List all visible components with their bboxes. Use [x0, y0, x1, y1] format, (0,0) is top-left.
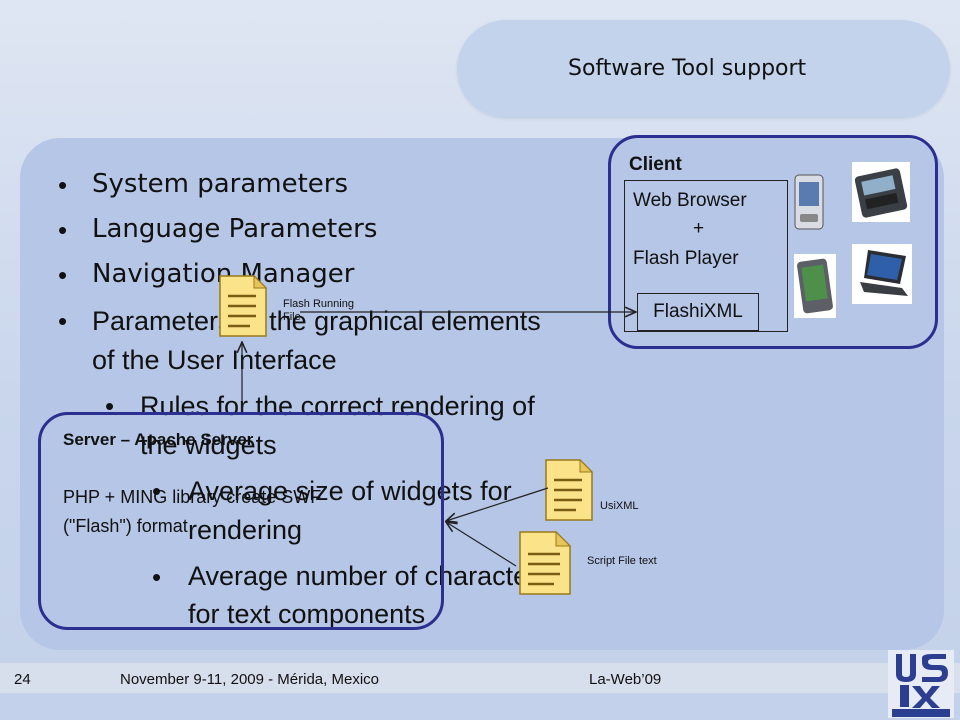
bullet-marker: •	[58, 215, 68, 245]
bullet-rendering-rules-cont: the widgets	[140, 430, 277, 460]
bullet-language-parameters: Language Parameters	[92, 214, 378, 244]
server-desc-line1: PHP + MING library create SWF	[63, 487, 322, 507]
footer-conference: La-Web’09	[589, 671, 662, 688]
flash-running-label: Flash Running	[283, 298, 354, 310]
bullet-graphical-elements: Parameters of the graphical elements	[92, 306, 541, 336]
bullet-system-parameters: System parameters	[92, 169, 349, 199]
bullet-marker: •	[105, 391, 115, 421]
footer-date-location: November 9-11, 2009 - Mérida, Mexico	[120, 671, 379, 688]
server-desc-line2: ("Flash") format	[63, 516, 188, 536]
bullet-graphical-elements-cont: of the User Interface	[92, 345, 337, 375]
bullet-marker: •	[152, 562, 162, 592]
page-number: 24	[14, 671, 31, 688]
flash-running-file-icon	[219, 274, 268, 337]
usixml-file-icon	[545, 458, 594, 521]
script-file-label: Script File text	[587, 555, 657, 567]
flashixml-box: FlashiXML	[637, 293, 759, 331]
web-browser-box	[624, 180, 788, 332]
server-box	[38, 412, 444, 630]
server-title: Server – Apache Server	[63, 430, 254, 449]
script-file-icon	[519, 530, 572, 595]
bullet-char-count: Average number of characters	[188, 561, 551, 591]
bullet-marker: •	[152, 476, 162, 506]
bullet-marker: •	[58, 170, 68, 200]
bullet-marker: •	[58, 306, 68, 336]
client-label: Client	[629, 154, 682, 175]
bullet-widget-size-cont: rendering	[188, 515, 303, 545]
tablet-device-icon	[794, 254, 836, 318]
footer-bar	[0, 663, 960, 693]
laptop-device-icon	[852, 244, 912, 304]
bullet-marker: •	[58, 260, 68, 290]
usixml-logo-icon	[888, 650, 954, 718]
flash-running-label-cont: File	[283, 311, 301, 323]
pda-device-icon	[794, 174, 824, 230]
browser-label: Web Browser	[633, 190, 747, 211]
title-pill	[457, 20, 950, 118]
usixml-label: UsiXML	[600, 500, 639, 512]
slide-title: Software Tool support	[568, 56, 807, 81]
client-box	[608, 135, 938, 349]
plus-label: +	[693, 218, 705, 239]
bullet-char-count-cont: for text components	[188, 599, 426, 629]
communicator-device-icon	[852, 162, 910, 222]
bullet-rendering-rules: Rules for the correct rendering of	[140, 391, 535, 421]
flash-player-label: Flash Player	[633, 248, 739, 269]
